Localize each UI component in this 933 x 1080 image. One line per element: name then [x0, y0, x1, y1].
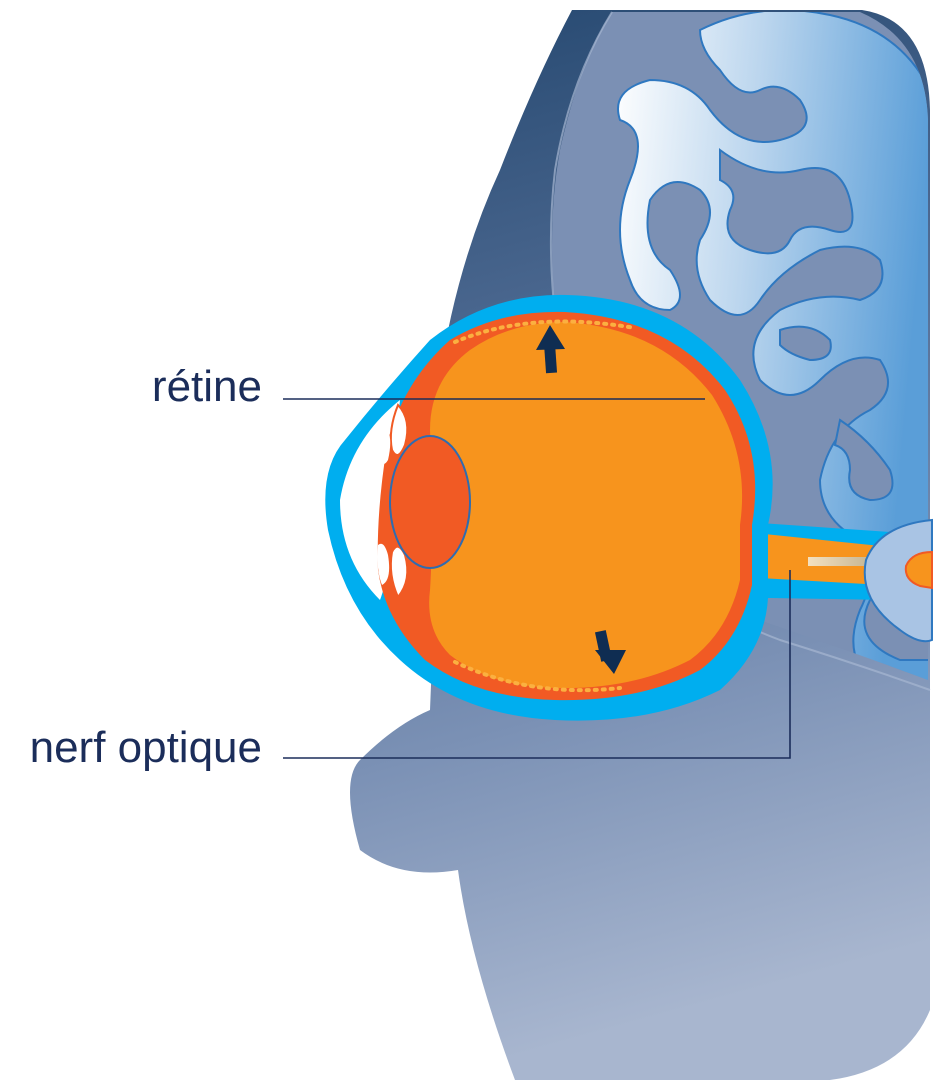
optic-nerve-label: nerf optique	[30, 723, 262, 772]
lens	[390, 436, 470, 568]
retina-label: rétine	[152, 362, 262, 411]
optic-nerve-fiber	[808, 557, 868, 566]
vitreous-body	[429, 322, 742, 688]
